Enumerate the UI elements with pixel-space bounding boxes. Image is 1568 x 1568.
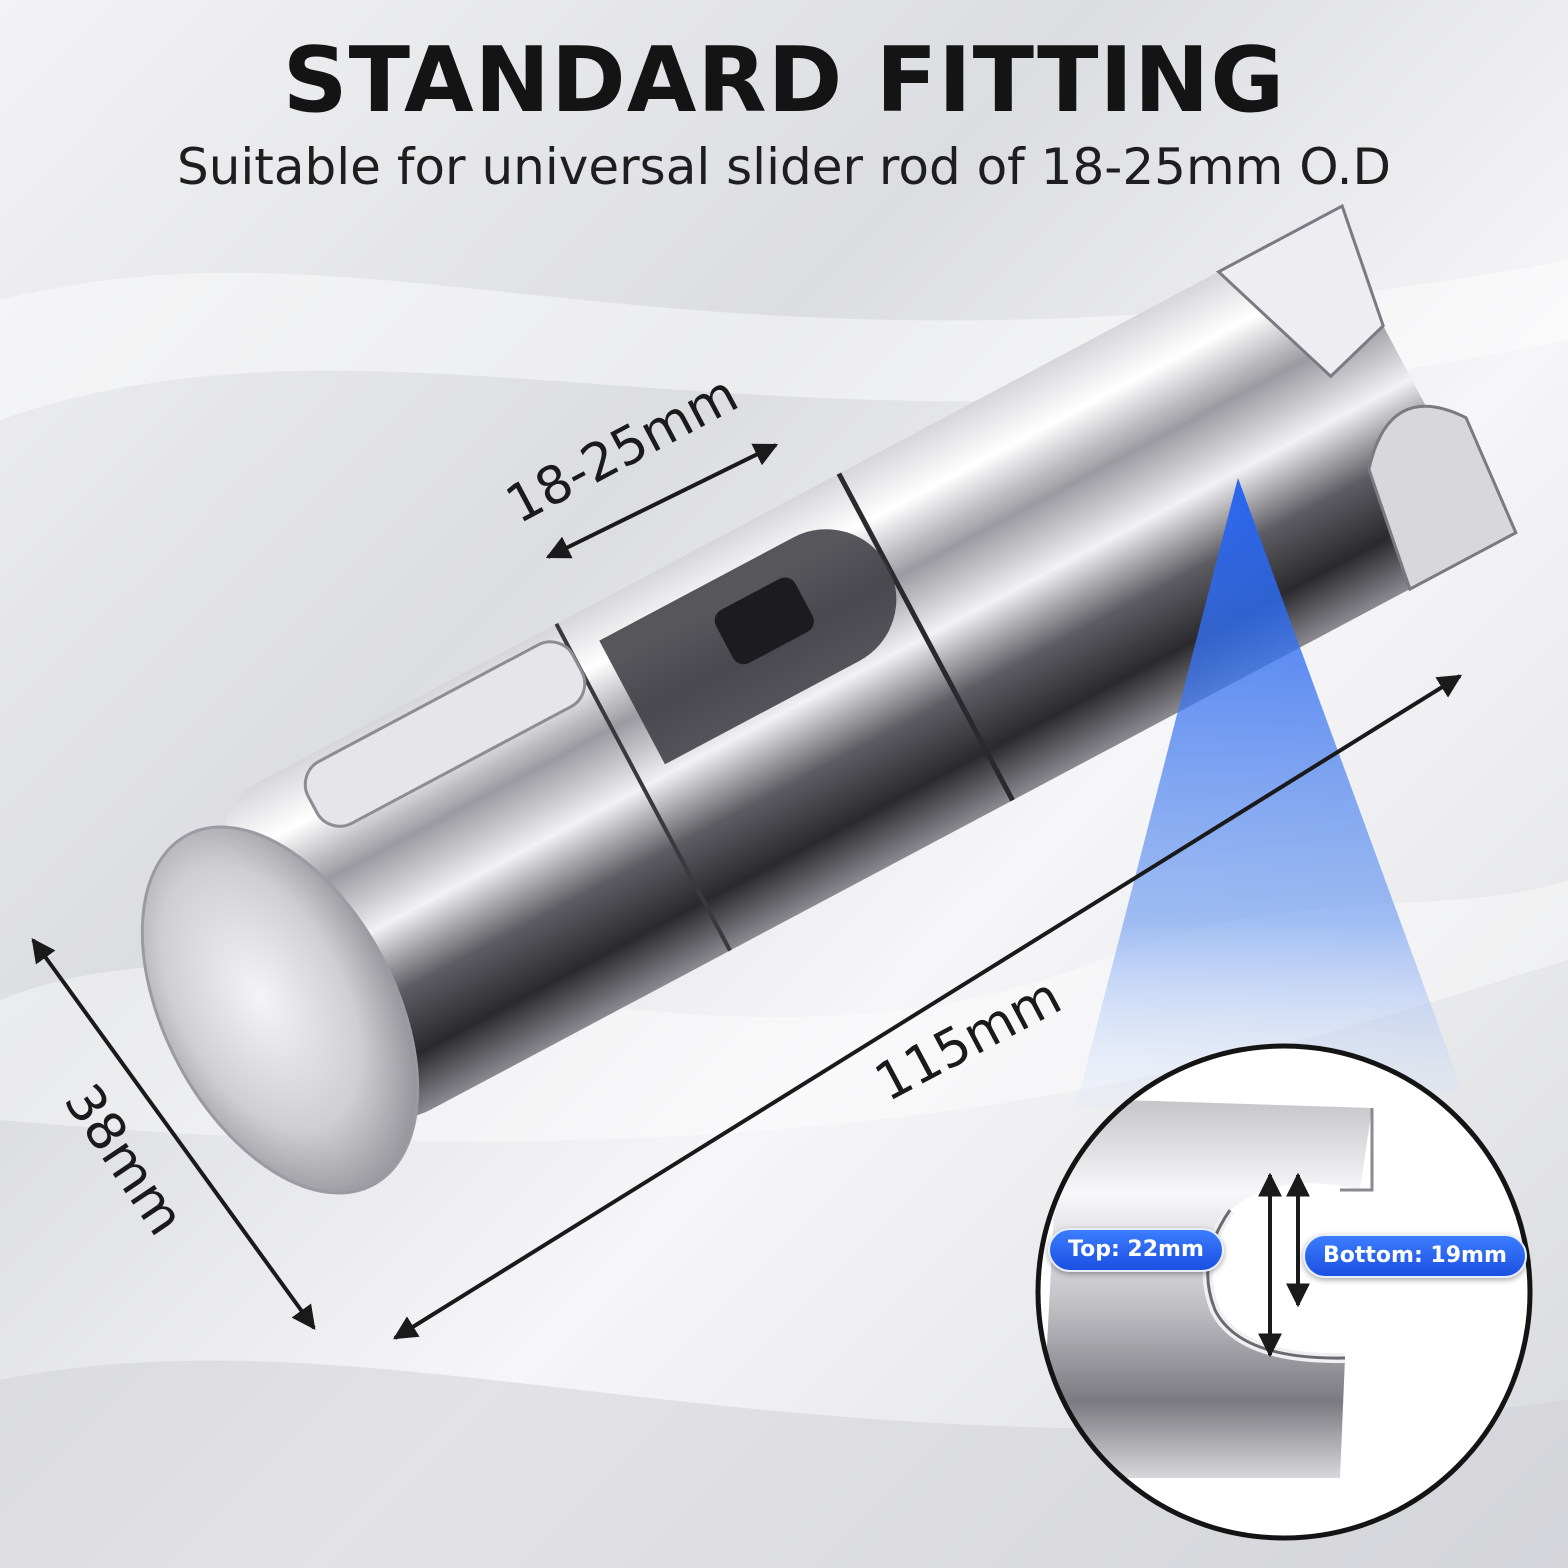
detail-magnifier bbox=[1035, 1043, 1533, 1541]
top-size-badge: Top: 22mm bbox=[1048, 1228, 1224, 1272]
rod-range-arrow bbox=[545, 443, 779, 559]
page-title: STANDARD FITTING bbox=[282, 28, 1286, 133]
diameter-arrow bbox=[31, 938, 316, 1330]
length-arrow bbox=[392, 674, 1463, 1340]
bottom-size-badge: Bottom: 19mm bbox=[1303, 1234, 1527, 1278]
page-subtitle: Suitable for universal slider rod of 18-… bbox=[176, 138, 1391, 196]
